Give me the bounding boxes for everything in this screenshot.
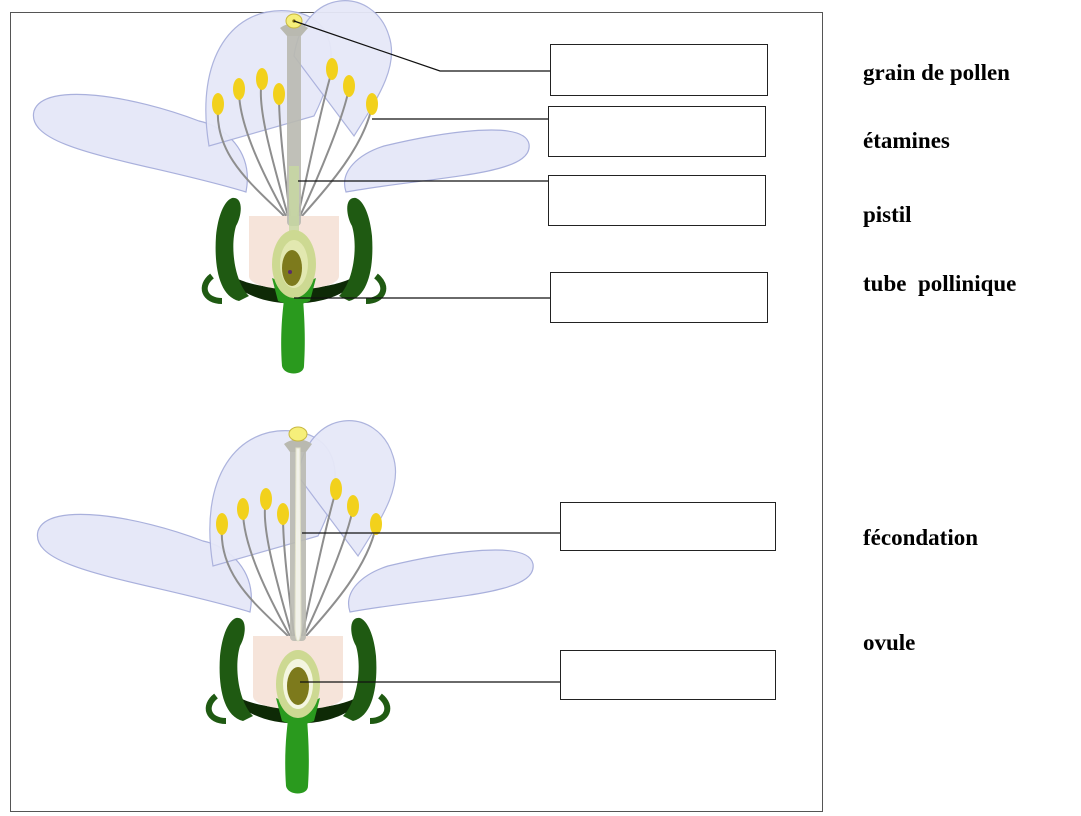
answer-box-5[interactable] <box>560 502 776 551</box>
flower-after-fertilization <box>37 421 533 794</box>
answer-box-3[interactable] <box>548 175 766 226</box>
word-etamines: étamines <box>863 128 950 153</box>
answer-box-6[interactable] <box>560 650 776 700</box>
answer-box-2[interactable] <box>548 106 766 157</box>
word-ovule: ovule <box>863 630 916 655</box>
answer-box-4[interactable] <box>550 272 768 323</box>
answer-box-1[interactable] <box>550 44 768 96</box>
leader-lines <box>293 20 560 683</box>
word-grain-de-pollen: grain de pollen <box>863 60 1010 85</box>
flower-before-fertilization <box>33 1 529 374</box>
word-fecondation: fécondation <box>863 525 978 550</box>
word-tube-pollinique: tube pollinique <box>863 271 1017 296</box>
diagram-frame <box>10 12 823 812</box>
word-pistil: pistil <box>863 202 912 227</box>
